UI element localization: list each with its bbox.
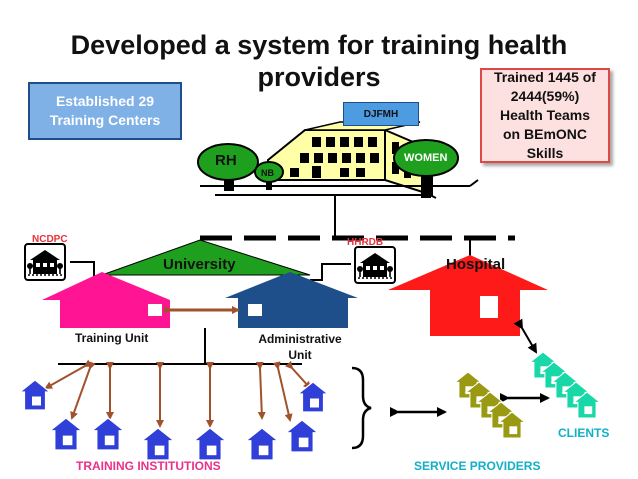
hhrdb-icon	[354, 246, 396, 284]
brace	[351, 366, 372, 450]
title-line-1: Developed a system for training health	[70, 30, 568, 60]
training-institutions-label: TRAINING INSTITUTIONS	[76, 459, 221, 473]
institution-arrows	[44, 359, 312, 428]
title-line-2: providers	[257, 62, 381, 92]
djfmh-label: DJFMH	[343, 102, 419, 126]
ncdpc-icon	[24, 243, 66, 281]
hospital-label: Hospital	[446, 256, 506, 273]
trained-teams-text: Trained 1445 of 2444(59%) Health Teams o…	[494, 69, 596, 161]
rh-label: RH	[215, 152, 237, 169]
client-houses	[529, 351, 601, 419]
training-institution-houses	[19, 379, 329, 461]
hhrdb-label: HHRDB	[347, 237, 384, 248]
women-label: WOMEN	[404, 152, 448, 164]
clients-label: CLIENTS	[558, 426, 610, 440]
training-unit-label: Training Unit	[75, 331, 149, 345]
hospital-house	[388, 255, 548, 336]
ncdpc-label: NCDPC	[32, 234, 68, 245]
service-providers-label: SERVICE PROVIDERS	[414, 459, 541, 473]
rh-tree	[197, 143, 259, 191]
established-centers-box: Established 29 Training Centers	[28, 82, 182, 140]
trained-teams-box: Trained 1445 of 2444(59%) Health Teams o…	[480, 68, 610, 163]
administrative-unit-label: Administrative Unit	[258, 332, 342, 362]
nb-label: NB	[261, 168, 274, 178]
women-tree	[393, 139, 459, 198]
nb-tree	[254, 161, 284, 190]
established-centers-text: Established 29 Training Centers	[49, 93, 161, 128]
university-house	[42, 239, 358, 328]
hospital-clients-arrow	[513, 318, 538, 354]
service-provider-houses	[454, 371, 526, 439]
university-label: University	[163, 256, 236, 273]
